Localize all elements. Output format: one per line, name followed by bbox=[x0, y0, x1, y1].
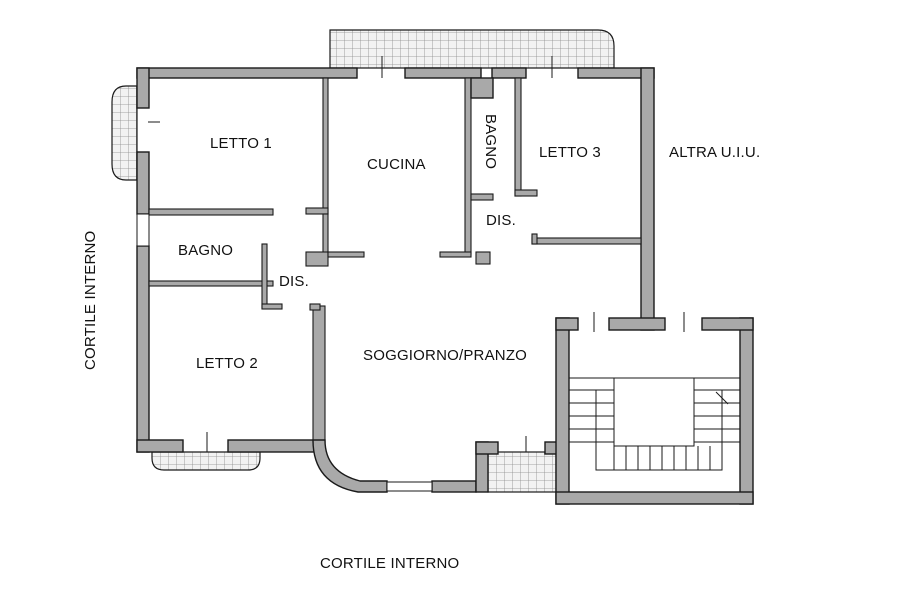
room-label-bagno-top: BAGNO bbox=[482, 114, 499, 169]
room-label-bagno-left: BAGNO bbox=[178, 242, 233, 259]
stair-core bbox=[555, 312, 754, 505]
room-label-cucina: CUCINA bbox=[367, 156, 426, 173]
label-cortile-interno-left: CORTILE INTERNO bbox=[82, 231, 99, 370]
surrounding-labels: ALTRA U.I.U. CORTILE INTERNO CORTILE INT… bbox=[82, 144, 760, 572]
balconies bbox=[111, 29, 615, 493]
stair-steps-bottom bbox=[613, 446, 711, 470]
stair-steps-right bbox=[694, 389, 740, 443]
room-label-dis-left: DIS. bbox=[279, 273, 309, 290]
room-label-letto-2: LETTO 2 bbox=[196, 355, 258, 372]
interior-walls bbox=[148, 77, 642, 311]
balcony-top bbox=[329, 29, 615, 69]
room-label-letto-3: LETTO 3 bbox=[539, 144, 601, 161]
room-label-soggiorno-pranzo: SOGGIORNO/PRANZO bbox=[363, 347, 527, 364]
label-cortile-interno-bottom: CORTILE INTERNO bbox=[320, 555, 459, 572]
stair-steps-left bbox=[569, 389, 614, 443]
balcony-bottom-left bbox=[151, 451, 261, 471]
room-label-letto-1: LETTO 1 bbox=[210, 135, 272, 152]
balcony-bottom-right bbox=[487, 451, 557, 493]
exterior-walls bbox=[136, 67, 655, 493]
room-label-dis-right: DIS. bbox=[486, 212, 516, 229]
room-labels: LETTO 1 CUCINA BAGNO LETTO 3 BAGNO DIS. … bbox=[178, 114, 601, 372]
label-altra-uiu: ALTRA U.I.U. bbox=[669, 144, 760, 161]
windows bbox=[136, 56, 553, 492]
balcony-left bbox=[111, 85, 138, 181]
